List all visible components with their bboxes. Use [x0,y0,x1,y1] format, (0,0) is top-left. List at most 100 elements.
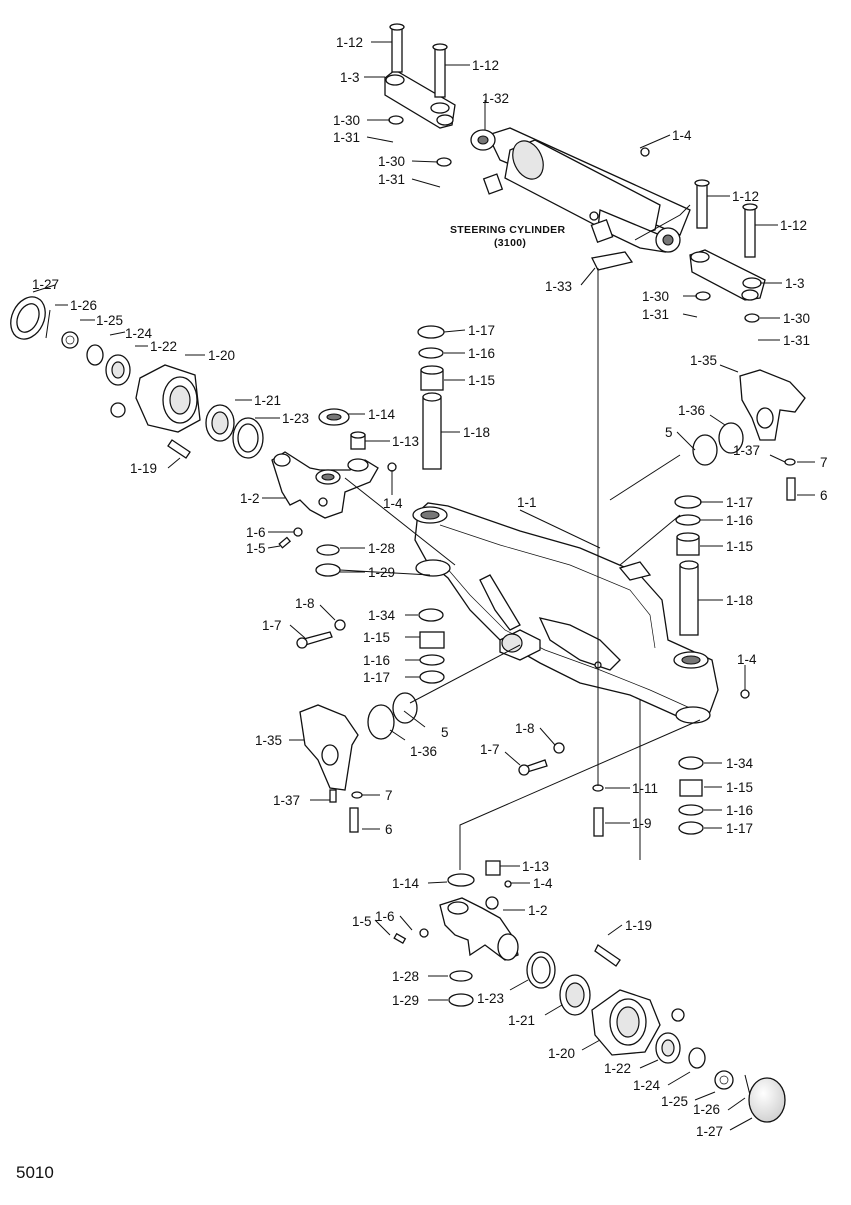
callout-c42: 1-37 [733,443,760,458]
callout-labels: 1-12 1-12 1-3 1-32 1-30 1-31 1-4 1-30 1-… [16,35,828,1182]
callout-c14: 1-30 [642,289,669,304]
callout-c69: 1-11 [632,781,658,796]
callout-c62: 6 [385,822,393,837]
axle-beam [412,502,719,724]
callout-c32: 1-18 [463,425,490,440]
callout-c71: 1-13 [522,859,549,874]
callout-c24: 1-21 [254,393,281,408]
callout-c48: 1-15 [726,539,753,554]
callout-c87: 1-27 [696,1124,723,1139]
callout-c36: 1-5 [246,541,266,556]
kingpin-stack-left [417,325,445,684]
callout-c51: 1-7 [262,618,282,633]
callout-c85: 1-25 [661,1094,688,1109]
callout-c27: 1-17 [468,323,495,338]
callout-c01: 1-12 [336,35,363,50]
callout-c21: 1-24 [125,326,153,341]
callout-c35: 1-6 [246,525,266,540]
callout-c81: 1-21 [508,1013,535,1028]
callout-c83: 1-22 [604,1061,631,1076]
callout-c75: 1-5 [352,914,372,929]
leader-lines [32,41,815,1131]
callout-c37: 1-28 [368,541,395,556]
callout-c02: 1-12 [472,58,499,73]
callout-c70: 1-9 [632,816,652,831]
callout-c19: 1-26 [70,298,97,313]
callout-c55: 1-17 [363,670,390,685]
kingpin-stack-right [674,495,704,835]
callout-c31: 1-13 [392,434,419,449]
callout-c39: 1-35 [690,353,717,368]
callout-c76: 1-2 [528,903,548,918]
callout-c46: 1-17 [726,495,753,510]
callout-c80: 1-23 [477,991,504,1006]
callout-c06: 1-31 [333,130,360,145]
callout-c22: 1-22 [150,339,177,354]
callout-c84: 1-24 [633,1078,661,1093]
callout-c43: 7 [820,455,828,470]
callout-c47: 1-16 [726,513,753,528]
callout-c16: 1-30 [783,311,810,326]
callout-c18: 1-27 [32,277,59,292]
right-hub-assembly [393,860,786,1123]
callout-c56: 1-4 [737,652,757,667]
tie-rod-top [384,23,456,167]
callout-c58: 5 [441,725,449,740]
callout-c74: 1-6 [375,909,395,924]
bracket-right [692,369,806,501]
callout-c30: 1-14 [368,407,396,422]
callout-c53: 1-15 [363,630,390,645]
callout-c13: 1-3 [785,276,805,291]
callout-c40: 1-36 [678,403,705,418]
callout-c61: 7 [385,788,393,803]
callout-c20: 1-25 [96,313,123,328]
callout-c63: 1-8 [515,721,535,736]
callout-c28: 1-16 [468,346,495,361]
callout-c33: 1-4 [383,496,403,511]
callout-c29: 1-15 [468,373,495,388]
callout-c50: 1-8 [295,596,315,611]
steering-cylinder [470,127,691,271]
callout-c17: 1-31 [783,333,810,348]
callout-c78: 1-28 [392,969,419,984]
left-hub-assembly [10,296,264,459]
callout-c59: 1-36 [410,744,437,759]
callout-c10: 1-12 [732,189,759,204]
callout-c38: 1-29 [368,565,395,580]
callout-c64: 1-7 [480,742,500,757]
callout-c25: 1-23 [282,411,309,426]
callout-c65: 1-34 [726,756,754,771]
callout-c09: 1-31 [378,172,405,187]
callout-c44: 6 [820,488,828,503]
callout-c86: 1-26 [693,1102,720,1117]
tie-rod-bottom [689,179,766,323]
callout-c15: 1-31 [642,307,669,322]
callout-c45: 1-1 [517,495,537,510]
callout-c26: 1-19 [130,461,157,476]
callout-c66: 1-15 [726,780,753,795]
steering-cylinder-ref: (3100) [494,237,526,249]
callout-c12: 1-33 [545,279,572,294]
callout-c07: 1-4 [672,128,692,143]
callout-c41: 5 [665,425,673,440]
callout-c04: 1-32 [482,91,509,106]
page-number: 5010 [16,1163,54,1182]
callout-c79: 1-29 [392,993,419,1008]
steering-knuckle-upper [271,408,397,577]
callout-c57: 1-35 [255,733,282,748]
callout-c03: 1-3 [340,70,360,85]
bolts [296,619,750,837]
callout-c72: 1-14 [392,876,420,891]
callout-c60: 1-37 [273,793,300,808]
callout-c73: 1-4 [533,876,553,891]
callout-c54: 1-16 [363,653,390,668]
callout-c67: 1-16 [726,803,753,818]
callout-c52: 1-34 [368,608,396,623]
callout-c77: 1-19 [625,918,652,933]
callout-c08: 1-30 [378,154,405,169]
callout-c82: 1-20 [548,1046,575,1061]
callout-c23: 1-20 [208,348,235,363]
callout-c68: 1-17 [726,821,753,836]
